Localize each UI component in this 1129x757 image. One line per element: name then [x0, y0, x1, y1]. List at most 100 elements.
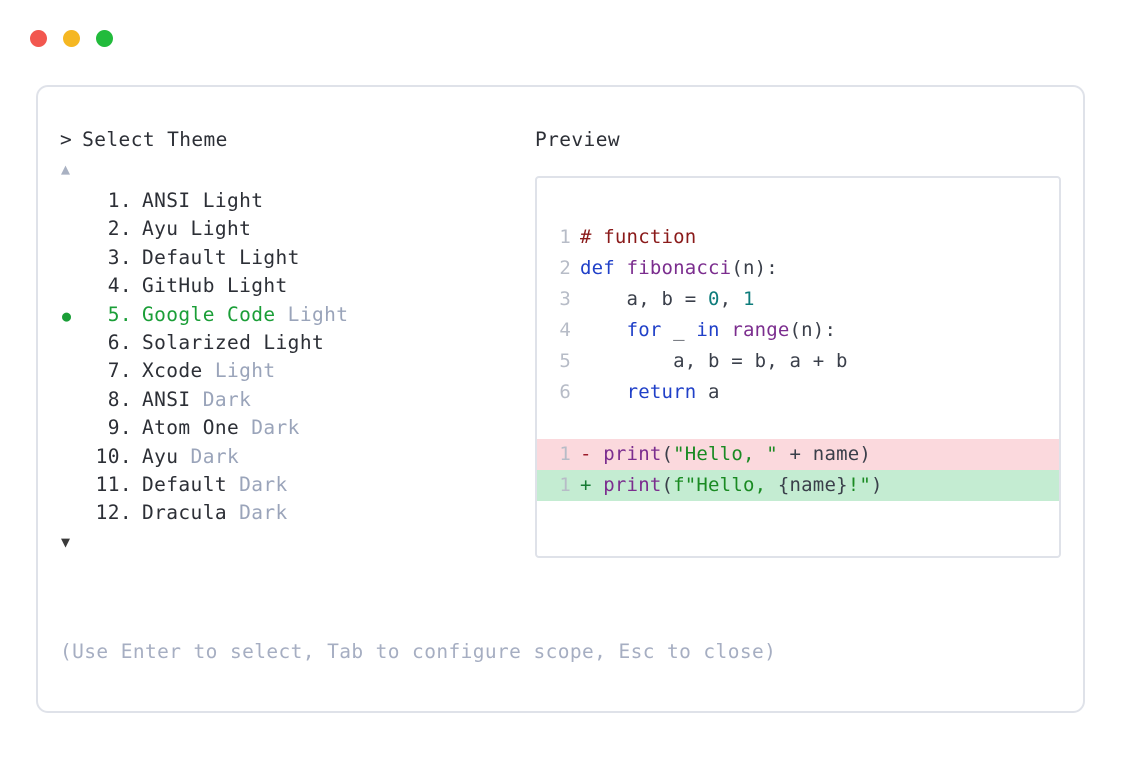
- preview-title: Preview: [535, 128, 620, 151]
- theme-name: GitHub Light: [142, 274, 288, 298]
- diff-sample: 1- print("Hello, " + name)1+ print(f"Hel…: [537, 439, 1059, 501]
- bullet-placeholder: ●: [60, 358, 86, 386]
- theme-name: Default Light: [142, 245, 300, 269]
- scroll-up-icon[interactable]: ▲: [61, 160, 71, 178]
- theme-list-item[interactable]: ●2.Ayu Light: [60, 215, 530, 243]
- theme-picker-card: > Select Theme ▲ ●1.ANSI Light ● 2. Ayu Lig…: [36, 85, 1085, 713]
- code-line-text: def fibonacci(n):: [580, 253, 778, 284]
- diff-line-text: print("Hello, " + name): [603, 439, 871, 470]
- close-window-dot[interactable]: [30, 30, 47, 47]
- code-token: in: [696, 319, 720, 341]
- bullet-placeholder: ●: [60, 387, 86, 415]
- code-line-text: for _ in range(n):: [580, 315, 836, 346]
- theme-index: 9.: [107, 416, 132, 440]
- diff-added-line: 1+ print(f"Hello, {name}!"): [537, 470, 1059, 501]
- theme-name: Xcode: [142, 359, 203, 383]
- code-token: [580, 381, 627, 403]
- theme-name: ANSI: [142, 387, 191, 411]
- code-token: a, b =: [580, 288, 709, 310]
- bullet-placeholder: ●: [60, 330, 86, 358]
- theme-index: 4.: [107, 274, 132, 298]
- theme-list-item[interactable]: ● 5. Google Code Light: [60, 301, 530, 329]
- theme-index: 10.: [95, 444, 132, 468]
- code-token: ,: [719, 288, 743, 310]
- code-token: _: [661, 319, 697, 341]
- code-token: a: [696, 381, 720, 403]
- theme-list-item[interactable]: ● 8. ANSI Dark: [60, 386, 530, 414]
- theme-name: Default: [142, 472, 227, 496]
- theme-list-item[interactable]: ●3.Default Light: [60, 244, 530, 272]
- theme-variant: Dark: [239, 416, 300, 440]
- code-line-text: # function: [580, 222, 696, 253]
- code-token: {name}: [777, 474, 848, 496]
- theme-variant: Dark: [190, 387, 252, 411]
- theme-list-item[interactable]: ●7.Xcode Light: [60, 357, 530, 385]
- code-token: 0: [708, 288, 720, 310]
- theme-list-item[interactable]: ●12.Dracula Dark: [60, 499, 530, 527]
- code-line: 6 return a: [537, 377, 1059, 408]
- page-title: Select Theme: [82, 128, 228, 151]
- theme-index: 5.: [107, 302, 132, 326]
- code-line-text: return a: [580, 377, 720, 408]
- theme-name: Ayu Light: [142, 217, 252, 241]
- theme-variant: Dark: [226, 472, 288, 496]
- code-token: !": [847, 474, 872, 496]
- theme-list: ●1.ANSI Light ● 2. Ayu Light ● 3. Default Ligh…: [60, 187, 530, 528]
- code-token: a, b = b, a + b: [580, 350, 848, 372]
- line-number: 5: [559, 350, 571, 372]
- code-token: (: [661, 474, 674, 496]
- diff-minus-icon: -: [580, 443, 604, 465]
- line-number: 2: [559, 257, 571, 279]
- code-line-text: a, b = b, a + b: [580, 346, 848, 377]
- code-line: 3 a, b = 0, 1: [537, 284, 1059, 315]
- line-number: 1: [559, 474, 571, 496]
- minimize-window-dot[interactable]: [63, 30, 80, 47]
- code-token: + name): [777, 443, 872, 465]
- code-token: def: [580, 257, 627, 279]
- theme-variant: Dark: [178, 444, 240, 468]
- code-token: print: [603, 474, 662, 496]
- line-number: 6: [559, 381, 571, 403]
- theme-index: 11.: [95, 472, 132, 496]
- code-line: 5 a, b = b, a + b: [537, 346, 1059, 377]
- code-token: "Hello, ": [673, 443, 778, 465]
- diff-line-text: print(f"Hello, {name}!"): [603, 470, 882, 501]
- theme-index: 12.: [95, 501, 132, 525]
- scroll-down-icon[interactable]: ▼: [61, 532, 71, 551]
- line-number: 3: [559, 288, 571, 310]
- theme-list-item[interactable]: ●1.ANSI Light: [60, 187, 530, 215]
- theme-list-item[interactable]: ●9.Atom One Dark: [60, 414, 530, 442]
- theme-index: 3.: [107, 245, 132, 269]
- theme-name: Atom One: [142, 416, 240, 440]
- maximize-window-dot[interactable]: [96, 30, 113, 47]
- theme-index: 8.: [107, 387, 132, 411]
- theme-name: Dracula: [142, 501, 227, 525]
- code-token: (: [661, 443, 674, 465]
- theme-name: Solarized Light: [142, 330, 325, 354]
- theme-list-item[interactable]: ●6.Solarized Light: [60, 329, 530, 357]
- line-number: 4: [559, 319, 571, 341]
- code-token: 1: [742, 288, 755, 310]
- bullet-placeholder: ●: [60, 273, 86, 301]
- prompt-caret-icon: >: [60, 128, 73, 151]
- code-line: 1# function: [537, 222, 1059, 253]
- code-token: print: [603, 443, 662, 465]
- theme-index: 7.: [107, 359, 132, 383]
- diff-removed-line: 1- print("Hello, " + name): [537, 439, 1059, 470]
- theme-index: 2.: [107, 217, 132, 241]
- theme-variant: Light: [275, 302, 349, 326]
- theme-list-item[interactable]: ●10.Ayu Dark: [60, 443, 530, 471]
- theme-list-item[interactable]: ● 4. GitHub Light: [60, 272, 530, 300]
- code-token: for: [626, 319, 662, 341]
- code-token: return: [626, 381, 697, 403]
- line-number: 1: [559, 443, 571, 465]
- theme-variant: Dark: [226, 501, 288, 525]
- theme-list-item[interactable]: ●11.Default Dark: [60, 471, 530, 499]
- theme-name: Google Code: [142, 302, 276, 326]
- code-token: (n):: [731, 257, 778, 279]
- theme-name: ANSI Light: [142, 189, 264, 212]
- code-token: ): [871, 474, 883, 496]
- selected-bullet-icon: ●: [62, 306, 72, 325]
